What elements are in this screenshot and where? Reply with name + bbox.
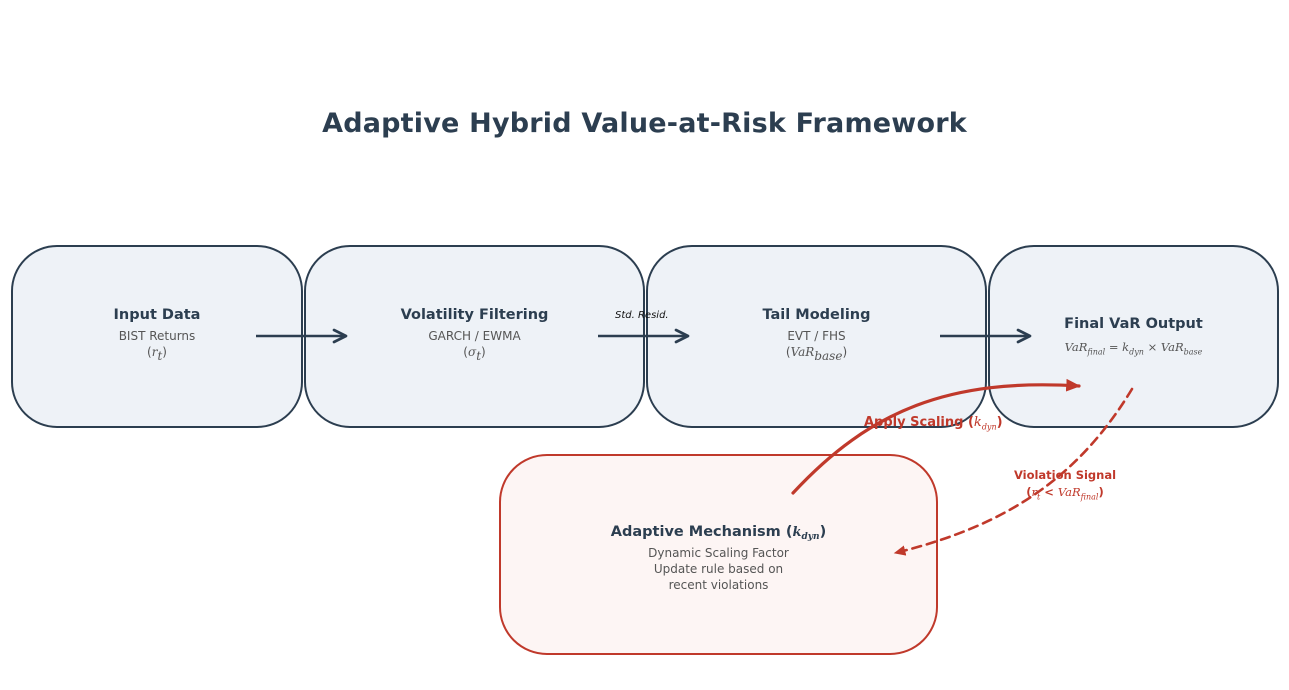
- arrow-apply-scaling: [791, 378, 1081, 495]
- tail-node-title: Tail Modeling: [762, 307, 871, 324]
- input-node-sub1: BIST Returns: [118, 329, 196, 344]
- std-resid-label: Std. Resid.: [615, 310, 669, 321]
- vol-node-title: Volatility Filtering: [400, 307, 549, 324]
- arrow-violation-signal: [893, 387, 1134, 556]
- adaptive-mechanism-node: Adaptive Mechanism (kdyn) Dynamic Scalin…: [499, 454, 938, 655]
- final-node-title: Final VaR Output: [1064, 316, 1203, 333]
- final-var-formula: VaRfinal = kdyn × VaRbase: [1064, 340, 1203, 357]
- volatility-filtering-node: Volatility Filtering GARCH / EWMA (σt): [304, 245, 645, 428]
- final-var-output-node: Final VaR Output VaRfinal = kdyn × VaRba…: [988, 245, 1279, 428]
- tail-node-sub1: EVT / FHS: [787, 329, 846, 344]
- diagram-title: Adaptive Hybrid Value-at-Risk Framework: [322, 108, 967, 139]
- adapt-line-3: recent violations: [668, 578, 769, 593]
- tail-node-sub2: (VaRbase): [785, 345, 848, 363]
- vol-node-sub2: (σt): [463, 345, 486, 363]
- adapt-line-2: Update rule based on: [653, 562, 784, 577]
- input-node-title: Input Data: [113, 307, 201, 324]
- vol-node-sub1: GARCH / EWMA: [428, 329, 521, 344]
- apply-scaling-label: Apply Scaling (kdyn): [864, 415, 1003, 432]
- input-data-node: Input Data BIST Returns (rt): [11, 245, 303, 428]
- adapt-node-title: Adaptive Mechanism (kdyn): [610, 523, 827, 543]
- input-node-sub2: (rt): [147, 345, 167, 363]
- violation-signal-label: Violation Signal (rt < VaRfinal): [1013, 468, 1117, 502]
- adapt-line-1: Dynamic Scaling Factor: [648, 546, 789, 561]
